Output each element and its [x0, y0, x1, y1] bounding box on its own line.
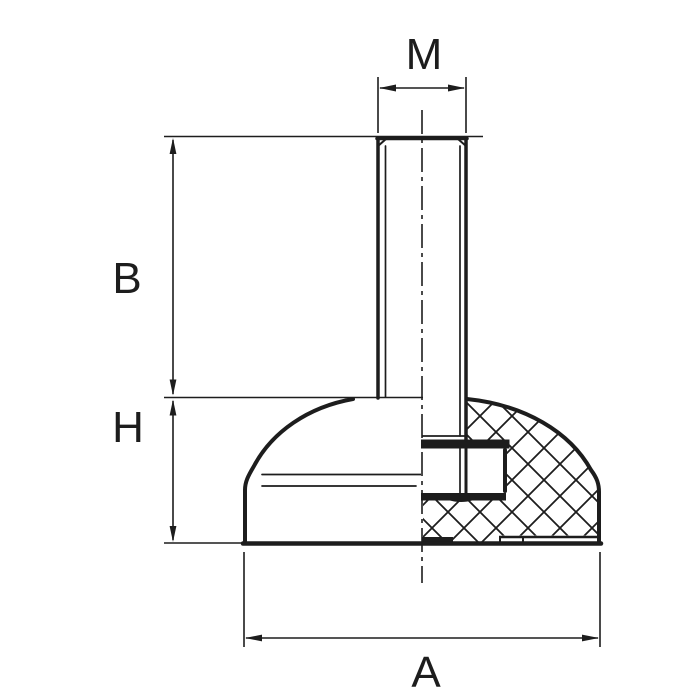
h-arrow-down-icon	[169, 526, 177, 542]
bottom-recess-mask	[499, 535, 598, 543]
embedded-nut	[421, 435, 510, 502]
b-arrow-down-icon	[169, 379, 177, 396]
stud-tip-blob	[446, 493, 476, 502]
m-arrow-right-icon	[448, 84, 465, 92]
threaded-stud	[375, 136, 469, 442]
nut-pocket	[421, 447, 506, 495]
b-label: B	[112, 254, 141, 303]
a-arrow-right-icon	[582, 634, 599, 642]
dome-silhouette-left	[243, 397, 355, 543]
dimension-a: A	[243, 552, 601, 697]
h-arrow-up-icon	[169, 399, 177, 416]
dome-silhouette-right	[465, 397, 601, 543]
h-label: H	[112, 403, 144, 452]
m-arrow-left-icon	[379, 84, 396, 92]
bottom-center-pad	[422, 537, 453, 542]
a-arrow-left-icon	[245, 634, 262, 642]
dimension-b: B	[112, 135, 483, 396]
dimension-h: H	[112, 396, 423, 544]
b-arrow-up-icon	[169, 138, 177, 154]
m-label: M	[406, 30, 443, 79]
a-label: A	[411, 648, 441, 697]
dimension-m: M	[377, 30, 467, 133]
nut-top-washer-bar	[421, 439, 510, 449]
